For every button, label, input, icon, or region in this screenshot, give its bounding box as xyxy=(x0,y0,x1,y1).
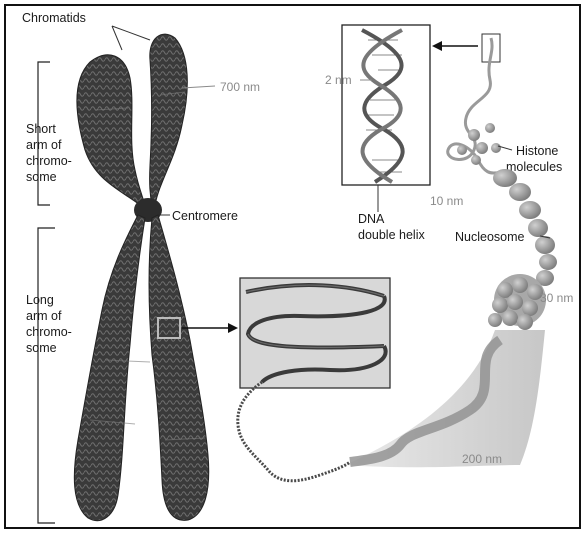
30nm-fiber-coil xyxy=(488,274,546,330)
label-centromere: Centromere xyxy=(172,209,238,223)
tangled-strand xyxy=(238,382,350,481)
measure-10nm: 10 nm xyxy=(430,194,463,208)
bracket-long-arm xyxy=(38,228,55,523)
label-short-arm: Short arm of chromo- some xyxy=(26,122,75,184)
measure-2nm: 2 nm xyxy=(325,73,352,87)
measure-30nm: 30 nm xyxy=(540,291,573,305)
chromatin-loop-panel xyxy=(240,278,390,388)
label-histone: Histone molecules xyxy=(506,144,562,174)
dna-strand xyxy=(448,38,500,173)
label-dna: DNA double helix xyxy=(358,212,425,242)
chromosome xyxy=(74,34,208,521)
label-nucleosome: Nucleosome xyxy=(455,230,525,244)
leader-chromatids xyxy=(112,26,150,50)
label-chromatids: Chromatids xyxy=(22,11,86,25)
nucleosome-fiber xyxy=(493,169,557,286)
dna-helix-panel xyxy=(342,25,430,185)
label-long-arm: Long arm of chromo- some xyxy=(26,293,75,355)
measure-200nm: 200 nm xyxy=(462,452,502,466)
measure-700nm: 700 nm xyxy=(220,80,260,94)
